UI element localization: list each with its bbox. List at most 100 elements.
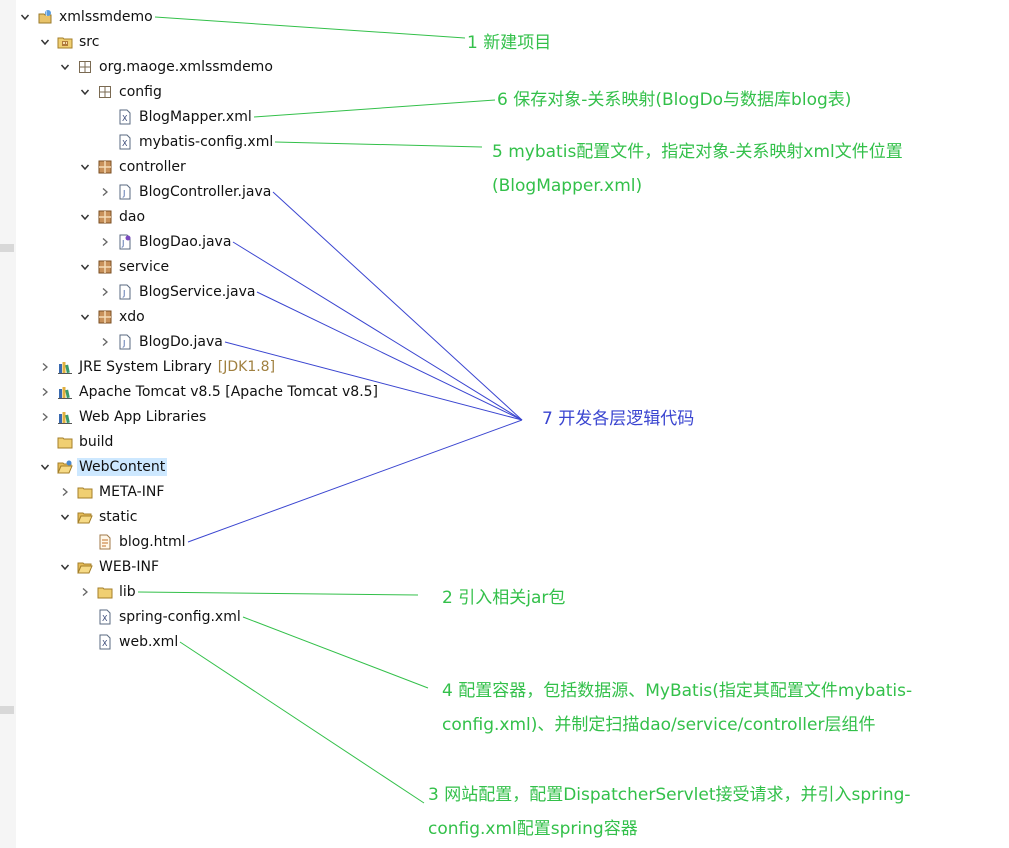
expand-arrow-icon[interactable] bbox=[78, 581, 92, 603]
tree-item-webapp-libraries[interactable]: Web App Libraries bbox=[38, 406, 208, 428]
tree-item-decoration: [JDK1.8] bbox=[217, 359, 276, 375]
adjacent-window-mark bbox=[0, 244, 14, 252]
collapse-arrow-icon[interactable] bbox=[58, 56, 72, 78]
collapse-arrow-icon[interactable] bbox=[58, 556, 72, 578]
tree-item-label: build bbox=[79, 434, 114, 450]
expand-arrow-icon[interactable] bbox=[98, 231, 112, 253]
svg-text:J: J bbox=[122, 339, 125, 348]
svg-text:X: X bbox=[122, 114, 128, 123]
tree-item-src[interactable]: src bbox=[38, 31, 101, 53]
tree-item-jre-library[interactable]: JRE System Library [JDK1.8] bbox=[38, 356, 275, 378]
tree-item-blogdao-java[interactable]: J BlogDao.java bbox=[98, 231, 233, 253]
tree-item-label: BlogMapper.xml bbox=[139, 109, 252, 125]
package-icon bbox=[96, 259, 113, 276]
tree-item-label: mybatis-config.xml bbox=[139, 134, 274, 150]
expand-arrow-icon[interactable] bbox=[98, 181, 112, 203]
library-icon bbox=[56, 409, 73, 426]
tree-item-label: web.xml bbox=[119, 634, 179, 650]
tree-item-pkg-root[interactable]: org.maoge.xmlssmdemo bbox=[58, 56, 275, 78]
tree-item-tomcat-library[interactable]: Apache Tomcat v8.5 [Apache Tomcat v8.5] bbox=[38, 381, 380, 403]
library-icon bbox=[56, 359, 73, 376]
tree-item-build[interactable]: build bbox=[38, 431, 115, 453]
java-interface-file-icon: J bbox=[116, 234, 133, 251]
tree-item-meta-inf[interactable]: META-INF bbox=[58, 481, 166, 503]
tree-item-label: BlogDo.java bbox=[139, 334, 223, 350]
connector-note-2-lib bbox=[137, 591, 419, 596]
folder-icon bbox=[56, 434, 73, 451]
svg-text:X: X bbox=[102, 614, 108, 623]
java-file-icon: J bbox=[116, 334, 133, 351]
tree-item-label: WebContent bbox=[77, 458, 168, 476]
web-folder-icon bbox=[56, 459, 73, 476]
expand-arrow-icon[interactable] bbox=[58, 481, 72, 503]
collapse-arrow-icon[interactable] bbox=[78, 256, 92, 278]
tree-item-label: Web App Libraries bbox=[79, 409, 207, 425]
connector-note-7-blogdao-java bbox=[232, 241, 523, 421]
package-icon bbox=[96, 159, 113, 176]
expand-arrow-icon[interactable] bbox=[98, 281, 112, 303]
xml-file-icon: X bbox=[116, 134, 133, 151]
svg-text:J: J bbox=[121, 239, 124, 248]
tree-item-service[interactable]: service bbox=[78, 256, 171, 278]
tree-item-blogcontroller-java[interactable]: J BlogController.java bbox=[98, 181, 273, 203]
collapse-arrow-icon[interactable] bbox=[38, 456, 52, 478]
tree-item-blog-html[interactable]: blog.html bbox=[78, 531, 188, 553]
tree-item-static[interactable]: static bbox=[58, 506, 139, 528]
collapse-arrow-icon[interactable] bbox=[78, 206, 92, 228]
tree-item-lib[interactable]: lib bbox=[78, 581, 138, 603]
connector-note-4-spring-config-xml bbox=[242, 616, 429, 689]
connector-note-7-blogservice-java bbox=[256, 291, 523, 421]
tree-item-label: BlogController.java bbox=[139, 184, 272, 200]
package-icon bbox=[96, 209, 113, 226]
tree-item-label: blog.html bbox=[119, 534, 186, 550]
tree-item-xdo[interactable]: xdo bbox=[78, 306, 147, 328]
collapse-arrow-icon[interactable] bbox=[78, 156, 92, 178]
folder-icon bbox=[96, 584, 113, 601]
svg-text:J: J bbox=[45, 11, 47, 17]
collapse-arrow-icon[interactable] bbox=[38, 31, 52, 53]
tree-item-blogmapper-xml[interactable]: X BlogMapper.xml bbox=[98, 106, 254, 128]
tree-item-label: static bbox=[99, 509, 138, 525]
tree-item-label: WEB-INF bbox=[99, 559, 159, 575]
tree-item-webcontent[interactable]: WebContent bbox=[38, 456, 168, 478]
tree-item-config[interactable]: config bbox=[78, 81, 164, 103]
expand-arrow-icon[interactable] bbox=[38, 356, 52, 378]
connector-note-7-blog-html bbox=[187, 419, 523, 543]
tree-item-web-inf[interactable]: WEB-INF bbox=[58, 556, 161, 578]
library-icon bbox=[56, 384, 73, 401]
package-icon bbox=[96, 309, 113, 326]
collapse-arrow-icon[interactable] bbox=[58, 506, 72, 528]
tree-item-controller[interactable]: controller bbox=[78, 156, 188, 178]
adjacent-window-edge bbox=[0, 0, 16, 848]
collapse-arrow-icon[interactable] bbox=[78, 306, 92, 328]
tree-item-label: BlogService.java bbox=[139, 284, 256, 300]
svg-text:J: J bbox=[122, 189, 125, 198]
xml-file-icon: X bbox=[96, 634, 113, 651]
xml-file-icon: X bbox=[96, 609, 113, 626]
tree-item-label: JRE System Library bbox=[79, 359, 212, 375]
xml-file-icon: X bbox=[116, 109, 133, 126]
folder-open-icon bbox=[76, 509, 93, 526]
connector-note-7-blogdo-java bbox=[224, 341, 523, 421]
tree-item-label: spring-config.xml bbox=[119, 609, 241, 625]
adjacent-window-mark bbox=[0, 706, 14, 714]
tree-item-blogservice-java[interactable]: J BlogService.java bbox=[98, 281, 257, 303]
tree-item-label: BlogDao.java bbox=[139, 234, 232, 250]
expand-arrow-icon[interactable] bbox=[98, 331, 112, 353]
expand-arrow-icon[interactable] bbox=[38, 381, 52, 403]
expand-arrow-icon[interactable] bbox=[38, 406, 52, 428]
package-empty-icon bbox=[76, 59, 93, 76]
connector-note-6-blogmapper-xml bbox=[253, 99, 496, 118]
tree-item-blogdo-java[interactable]: J BlogDo.java bbox=[98, 331, 225, 353]
collapse-arrow-icon[interactable] bbox=[18, 6, 32, 28]
tree-item-label: controller bbox=[119, 159, 186, 175]
tree-item-label: lib bbox=[119, 584, 136, 600]
collapse-arrow-icon[interactable] bbox=[78, 81, 92, 103]
svg-text:J: J bbox=[122, 289, 125, 298]
tree-item-dao[interactable]: dao bbox=[78, 206, 147, 228]
